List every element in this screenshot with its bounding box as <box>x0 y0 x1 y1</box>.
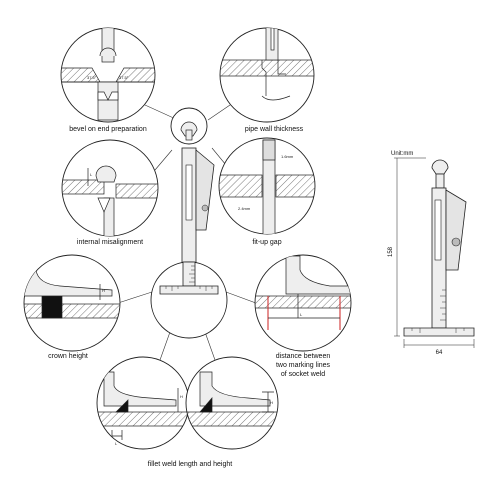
width-dimension: 64 <box>436 350 443 356</box>
angle-right-label: 37.5° <box>119 75 129 80</box>
socket-label-line1: distance between <box>276 353 331 360</box>
fillet-label: fillet weld length and height <box>148 461 233 468</box>
crown-h-label: H <box>102 288 105 293</box>
unit-label: Unit:mm <box>391 151 413 157</box>
angle-left-label: 37.5° <box>87 75 97 80</box>
misalignment-detail: L internal misalignment <box>61 139 159 246</box>
fitup-detail: 1.6mm 2.4mm fit-up gap <box>218 137 316 246</box>
fillet1-h-label: H <box>180 394 183 399</box>
pipe-wall-label: pipe wall thickness <box>245 126 304 133</box>
spec-drawing: Unit:mm 158 64 <box>388 151 475 356</box>
fitup-top-label: 1.6mm <box>281 154 294 159</box>
socket-detail: L distance between two marking lines of … <box>254 254 352 378</box>
fillet-detail-height: H <box>185 356 279 450</box>
fillet-detail-length: H L <box>96 356 190 450</box>
pipe-wall-detail: pipe wall thickness <box>219 27 315 133</box>
socket-label-line2: two marking lines <box>276 362 331 369</box>
bevel-detail: 37.5° 37.5° bevel on end preparation <box>60 27 156 133</box>
crown-detail: H crown height <box>23 254 121 360</box>
socket-l-label: L <box>300 312 303 317</box>
bevel-label: bevel on end preparation <box>69 126 147 133</box>
socket-label-line3: of socket weld <box>281 371 325 378</box>
fitup-bottom-label: 2.4mm <box>238 206 251 211</box>
fillet2-h-label: H <box>270 400 273 405</box>
center-gauge <box>150 107 228 339</box>
height-dimension: 158 <box>388 246 394 257</box>
crown-label: crown height <box>48 353 88 360</box>
misalignment-label: internal misalignment <box>77 239 143 246</box>
connector-lines <box>117 104 257 361</box>
fillet1-l-label: L <box>115 441 118 446</box>
misalign-l-label: L <box>90 172 93 177</box>
fitup-label: fit-up gap <box>252 239 281 246</box>
